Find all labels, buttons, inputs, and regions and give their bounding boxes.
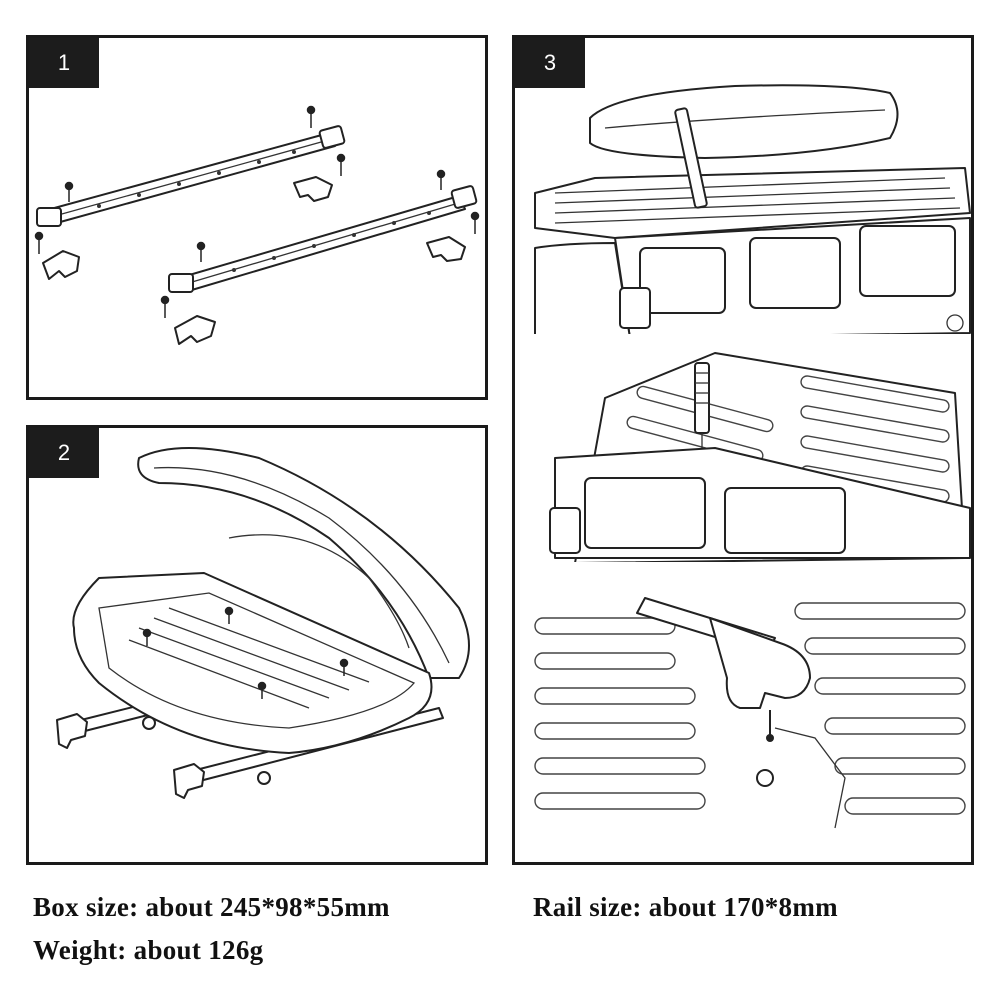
crossbar-rail-upper — [36, 125, 346, 227]
roof-pin-detail — [549, 352, 971, 564]
step-3-label: 3 — [515, 38, 585, 88]
vehicle-with-roof-box — [534, 84, 971, 339]
box-size-spec: Box size: about 245*98*55mm — [33, 892, 390, 922]
rail-size-spec: Rail size: about 170*8mm — [533, 892, 838, 922]
step-2-label: 2 — [29, 428, 99, 478]
screws — [34, 105, 480, 318]
roof-slats-middle — [626, 375, 950, 503]
rail-parts-illustration — [34, 105, 480, 345]
roof-box-lid — [137, 447, 470, 679]
vehicle-installation-illustration — [515, 84, 971, 829]
roof-slats-bottom — [534, 602, 966, 815]
weight-spec: Weight: about 126g — [33, 935, 264, 965]
crossbar-rail-lower — [168, 185, 478, 293]
open-roof-box-illustration — [56, 447, 470, 799]
roof-rack-slats — [554, 177, 961, 224]
rail-foot-mount-detail — [534, 597, 966, 829]
step-3-panel: 3 — [512, 35, 974, 865]
step-1-label: 1 — [29, 38, 99, 88]
mounting-feet — [42, 176, 466, 345]
step-2-panel: 2 — [26, 425, 488, 865]
threaded-pin — [694, 362, 710, 468]
tray-slots — [128, 607, 370, 709]
roof-box-base — [72, 572, 433, 754]
step-1-panel: 1 — [26, 35, 488, 400]
